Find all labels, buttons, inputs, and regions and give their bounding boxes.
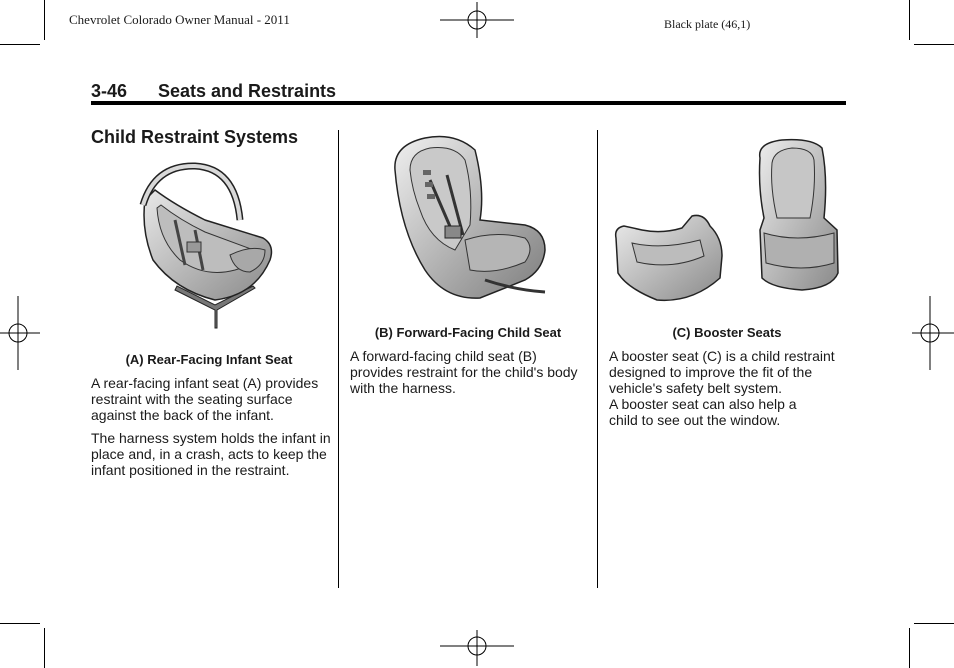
paragraph: A rear-facing infant seat (A) provides r… bbox=[91, 375, 319, 423]
registration-mark-bottom bbox=[440, 630, 514, 666]
section-title: Seats and Restraints bbox=[158, 81, 337, 101]
registration-mark-right bbox=[912, 296, 954, 370]
running-header-right: Black plate (46,1) bbox=[664, 17, 751, 31]
page-number: 3-46 bbox=[91, 81, 128, 101]
crop-mark bbox=[909, 0, 910, 40]
rear-facing-infant-seat-illustration bbox=[139, 162, 273, 329]
crop-mark bbox=[0, 44, 40, 45]
registration-mark-left bbox=[0, 296, 40, 370]
crop-mark bbox=[44, 0, 45, 40]
paragraph: A forward-facing child seat (B) provides… bbox=[350, 348, 578, 396]
booster-seats-illustration bbox=[614, 138, 839, 302]
column-divider bbox=[338, 130, 339, 588]
crop-mark bbox=[914, 623, 954, 624]
crop-mark bbox=[0, 623, 40, 624]
page-title: Child Restraint Systems bbox=[91, 127, 299, 147]
crop-mark bbox=[914, 44, 954, 45]
forward-facing-child-seat-illustration bbox=[394, 135, 546, 299]
paragraph: The harness system holds the infant in p… bbox=[91, 430, 331, 478]
caption-forward-facing-child-seat: (B) Forward-Facing Child Seat bbox=[374, 325, 562, 340]
caption-booster-seats: (C) Booster Seats bbox=[672, 325, 782, 340]
column-c-text: A booster seat (C) is a child restraint … bbox=[609, 348, 849, 428]
caption-rear-facing-infant-seat: (A) Rear-Facing Infant Seat bbox=[125, 352, 293, 367]
crop-mark bbox=[44, 628, 45, 668]
column-divider bbox=[597, 130, 598, 588]
running-header-left: Chevrolet Colorado Owner Manual - 2011 bbox=[69, 12, 290, 27]
column-b-text: A forward-facing child seat (B) provides… bbox=[350, 348, 588, 396]
paragraph: A booster seat can also help a child to … bbox=[609, 396, 797, 428]
section-rule bbox=[91, 101, 846, 105]
crop-mark bbox=[909, 628, 910, 668]
paragraph: A booster seat (C) is a child restraint … bbox=[609, 348, 835, 396]
column-a-text: A rear-facing infant seat (A) provides r… bbox=[91, 375, 331, 478]
registration-mark-top bbox=[440, 2, 514, 38]
